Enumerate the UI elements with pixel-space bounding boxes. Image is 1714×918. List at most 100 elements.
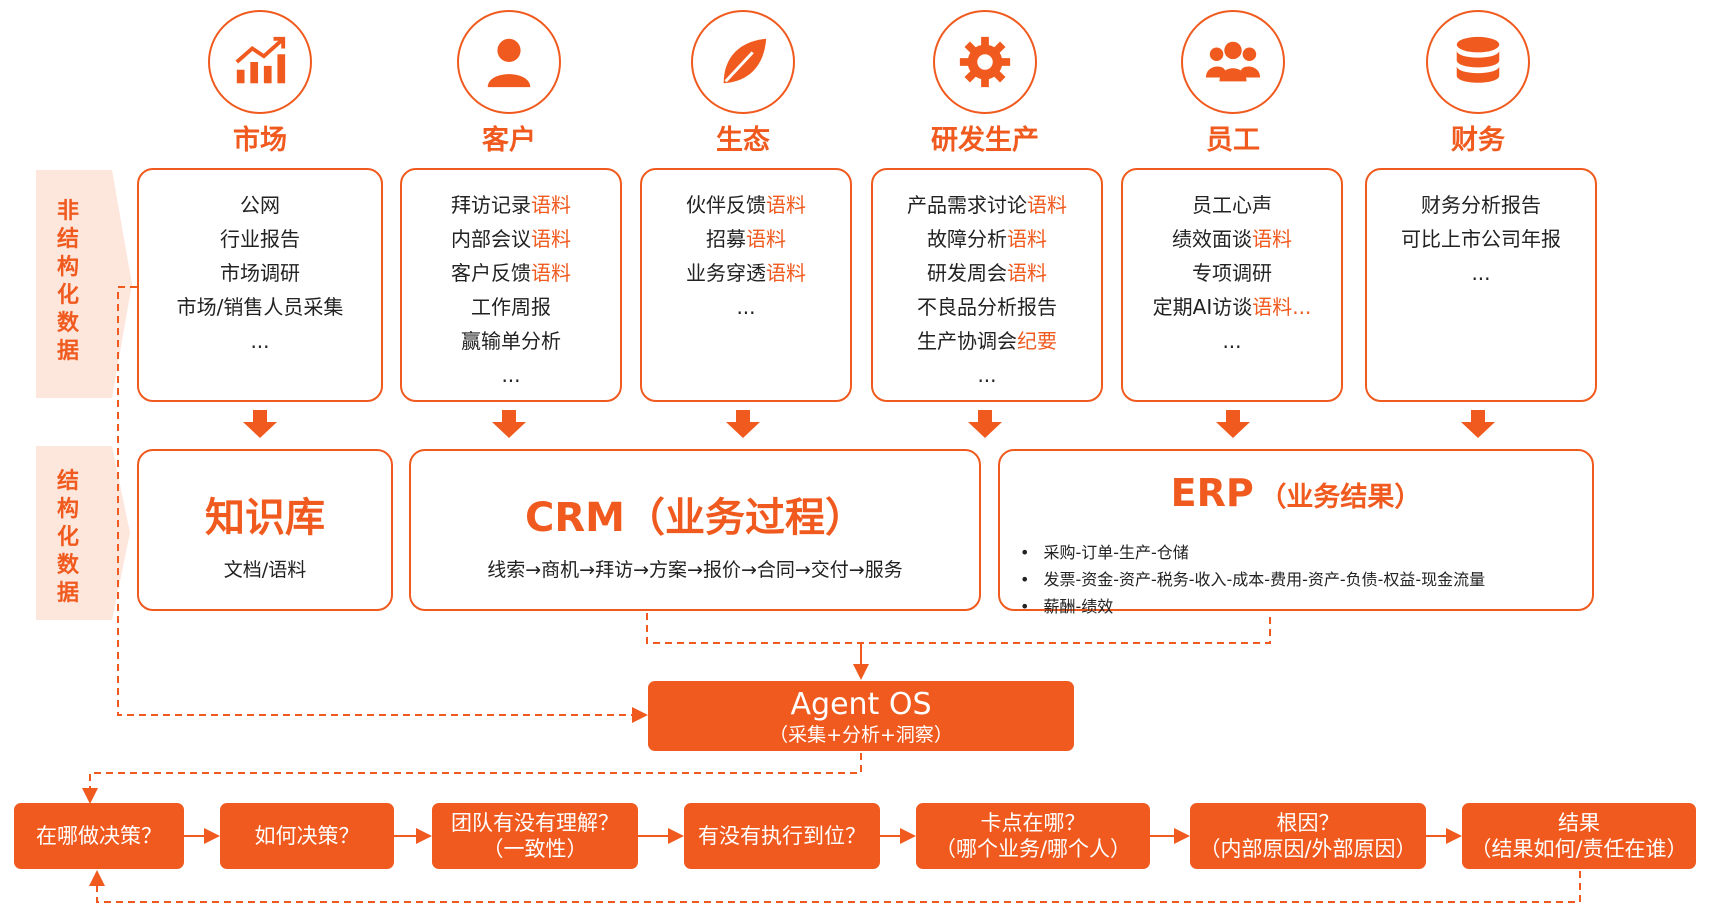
flow-step-text: 根因？ <box>1276 811 1340 835</box>
item-text: 客户反馈 <box>451 261 531 285</box>
highlight-text: 语料... <box>1252 295 1312 319</box>
item-text: 招募 <box>706 227 746 251</box>
knowledge-base-box[interactable]: 知识库 文档/语料 <box>137 449 393 611</box>
column-title: 市场 <box>233 125 287 156</box>
source-item: ... <box>139 324 381 358</box>
flow-step-5[interactable]: 卡点在哪？（哪个业务/哪个人） <box>916 803 1150 869</box>
source-item: 拜访记录语料 <box>402 188 620 222</box>
database-icon <box>1426 10 1530 114</box>
item-text: 研发周会 <box>927 261 1007 285</box>
item-text: ... <box>501 363 521 387</box>
flow-step-7[interactable]: 结果（结果如何/责任在谁） <box>1462 803 1696 869</box>
erp-item: 采购-订单-生产-仓储 <box>1020 539 1485 566</box>
source-item: 招募语料 <box>642 222 850 256</box>
down-arrow-icon <box>968 410 1002 438</box>
erp-item: 发票-资金-资产-税务-收入-成本-费用-资产-负债-权益-现金流量 <box>1020 566 1485 593</box>
source-item: 生产协调会纪要 <box>873 324 1101 358</box>
flow-step-text: 如何决策？ <box>254 824 360 848</box>
erp-title: ERP <box>1170 471 1254 515</box>
erp-title-suffix: （业务结果） <box>1259 482 1422 513</box>
knowledge-base-title: 知识库 <box>205 495 325 541</box>
item-text: ... <box>250 329 270 353</box>
side-label-char: 化 <box>56 283 79 308</box>
source-item: 伙伴反馈语料 <box>642 188 850 222</box>
source-item: 绩效面谈语料 <box>1123 222 1341 256</box>
source-box[interactable]: 财务分析报告可比上市公司年报... <box>1365 168 1597 402</box>
side-label-char: 结 <box>56 227 79 252</box>
source-item: 内部会议语料 <box>402 222 620 256</box>
agent-os-sub: （采集+分析+洞察） <box>769 724 953 746</box>
source-item: ... <box>642 290 850 324</box>
column-title: 员工 <box>1206 125 1260 156</box>
source-item: 赢输单分析 <box>402 324 620 358</box>
source-box[interactable]: 员工心声绩效面谈语料专项调研定期AI访谈语料...... <box>1121 168 1343 402</box>
structured-data-label: 结构化数据 <box>40 468 96 608</box>
crm-box[interactable]: CRM（业务过程） 线索→商机→拜访→方案→报价→合同→交付→服务 <box>409 449 981 611</box>
down-arrow-icon <box>726 410 760 438</box>
flow-step-1[interactable]: 在哪做决策？ <box>14 803 184 869</box>
item-text: ... <box>1471 261 1491 285</box>
source-box[interactable]: 公网行业报告市场调研市场/销售人员采集... <box>137 168 383 402</box>
item-text: 业务穿透 <box>686 261 766 285</box>
source-item: 产品需求讨论语料 <box>873 188 1101 222</box>
source-box[interactable]: 产品需求讨论语料故障分析语料研发周会语料不良品分析报告生产协调会纪要... <box>871 168 1103 402</box>
side-label-char: 构 <box>56 497 79 522</box>
side-label-char: 结 <box>56 469 79 494</box>
item-text: 绩效面谈 <box>1172 227 1252 251</box>
flow-step-sub: （结果如何/责任在谁） <box>1470 837 1688 861</box>
column-title: 财务 <box>1451 125 1505 156</box>
down-arrow-icon <box>243 410 277 438</box>
source-box[interactable]: 伙伴反馈语料招募语料业务穿透语料... <box>640 168 852 402</box>
source-box[interactable]: 拜访记录语料内部会议语料客户反馈语料工作周报赢输单分析... <box>400 168 622 402</box>
crm-sub: 线索→商机→拜访→方案→报价→合同→交付→服务 <box>487 559 903 581</box>
agent-os-title: Agent OS <box>790 687 932 722</box>
unstructured-data-label: 非结构化数据 <box>40 198 96 366</box>
flow-step-sub: （一致性） <box>482 837 588 861</box>
flow-step-text: 团队有没有理解？ <box>451 811 619 835</box>
source-item: 市场/销售人员采集 <box>139 290 381 324</box>
source-item: 员工心声 <box>1123 188 1341 222</box>
source-item: ... <box>402 358 620 392</box>
source-list: 产品需求讨论语料故障分析语料研发周会语料不良品分析报告生产协调会纪要... <box>873 188 1101 392</box>
gear-icon <box>933 10 1037 114</box>
flow-step-sub: （内部原因/外部原因） <box>1199 837 1417 861</box>
flow-step-4[interactable]: 有没有执行到位？ <box>684 803 880 869</box>
column-title: 客户 <box>482 125 536 156</box>
item-text: 产品需求讨论 <box>907 193 1027 217</box>
side-label-char: 非 <box>56 199 79 224</box>
flow-step-text: 结果 <box>1558 811 1600 835</box>
item-text: 不良品分析报告 <box>917 295 1057 319</box>
source-item: 工作周报 <box>402 290 620 324</box>
item-text: 拜访记录 <box>451 193 531 217</box>
flow-step-sub: （哪个业务/哪个人） <box>934 837 1132 861</box>
item-text: 故障分析 <box>927 227 1007 251</box>
highlight-text: 语料 <box>531 261 571 285</box>
agent-os-box[interactable]: Agent OS （采集+分析+洞察） <box>648 681 1074 751</box>
side-label-char: 数 <box>56 311 79 336</box>
highlight-text: 语料 <box>1007 261 1047 285</box>
source-item: 定期AI访谈语料... <box>1123 290 1341 324</box>
item-text: ... <box>1222 329 1242 353</box>
item-text: 赢输单分析 <box>461 329 561 353</box>
source-list: 员工心声绩效面谈语料专项调研定期AI访谈语料...... <box>1123 188 1341 358</box>
source-item: 专项调研 <box>1123 256 1341 290</box>
source-item: 公网 <box>139 188 381 222</box>
flow-step-6[interactable]: 根因？（内部原因/外部原因） <box>1190 803 1426 869</box>
item-text: 市场调研 <box>220 261 300 285</box>
column-title: 生态 <box>716 125 770 156</box>
flow-step-3[interactable]: 团队有没有理解？（一致性） <box>432 803 638 869</box>
down-arrow-icon <box>1216 410 1250 438</box>
item-text: 公网 <box>240 193 280 217</box>
side-label-char: 据 <box>56 339 79 364</box>
erp-box[interactable]: ERP （业务结果） 采购-订单-生产-仓储 发票-资金-资产-税务-收入-成本… <box>998 449 1594 616</box>
source-item: ... <box>1123 324 1341 358</box>
highlight-text: 语料 <box>531 227 571 251</box>
chart-growth-icon <box>208 10 312 114</box>
flow-step-2[interactable]: 如何决策？ <box>220 803 394 869</box>
side-label-char: 数 <box>56 553 79 578</box>
structured-band <box>36 446 112 620</box>
highlight-text: 纪要 <box>1017 329 1057 353</box>
source-list: 公网行业报告市场调研市场/销售人员采集... <box>139 188 381 358</box>
erp-title-row: ERP （业务结果） <box>1000 471 1592 515</box>
source-item: 客户反馈语料 <box>402 256 620 290</box>
